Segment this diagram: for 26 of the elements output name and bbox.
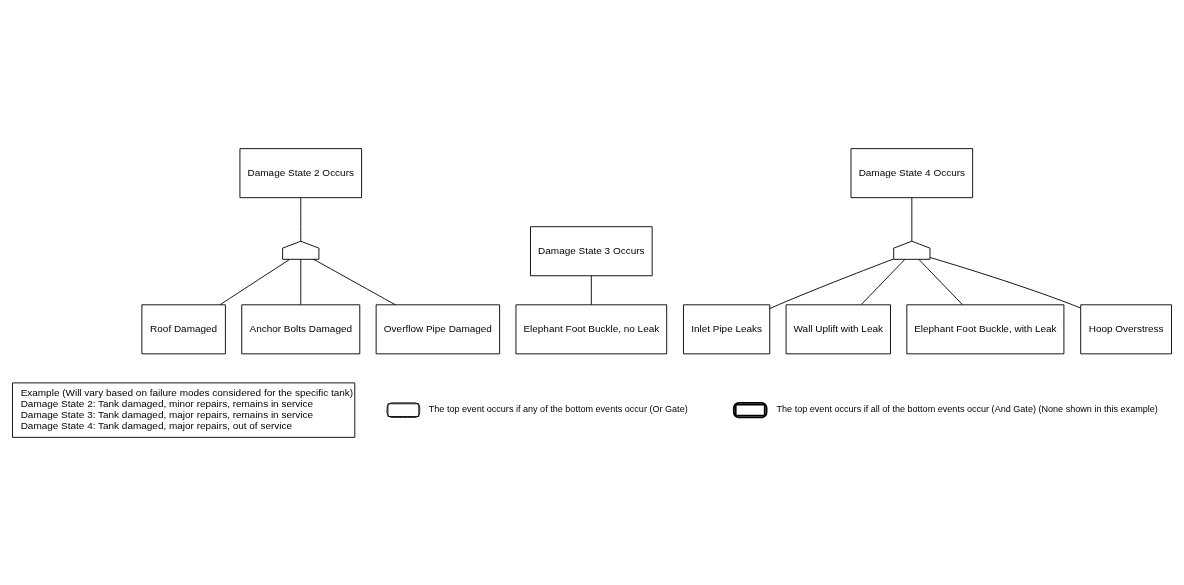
node-box: Damage State 3 Occurs [530, 225, 653, 276]
node-box: Hoop Overstress [1080, 303, 1172, 354]
node-gate [282, 240, 320, 260]
node-gate [893, 240, 931, 260]
node-box: Overflow Pipe Damaged [375, 303, 501, 354]
legend-label: The top event occurs if any of the bottom events occur (Or Gate) [428, 403, 688, 414]
node-box: Roof Damaged [141, 303, 226, 354]
connector [769, 258, 895, 309]
connector [300, 196, 302, 242]
node-box: Inlet Pipe Leaks [683, 303, 771, 354]
connector [918, 258, 963, 305]
connector [219, 258, 290, 305]
node-box: Example (Will vary based on failure modes considered for the specific tank) Damage State 2: Tank damaged, minor repairs, remains in service Damage State 3: Tank damaged, major repairs, remains in service Damage State 4: Tank damaged, major repairs, out of service [12, 381, 356, 438]
connector [911, 196, 913, 242]
connector [313, 258, 396, 305]
node-box: Damage State 2 Occurs [239, 147, 363, 198]
node-box: Anchor Bolts Damaged [241, 303, 361, 354]
connector [300, 258, 302, 305]
node-box: Wall Uplift with Leak [785, 303, 891, 354]
node-box: Elephant Foot Buckle, with Leak [906, 303, 1065, 354]
connector [590, 274, 592, 305]
node-box: Damage State 4 Occurs [850, 147, 974, 198]
node-box: Elephant Foot Buckle, no Leak [515, 303, 668, 354]
legend-label: The top event occurs if all of the bottom events occur (And Gate) (None shown in this example) [776, 403, 1158, 414]
connector [929, 256, 1082, 308]
connector [860, 258, 906, 305]
